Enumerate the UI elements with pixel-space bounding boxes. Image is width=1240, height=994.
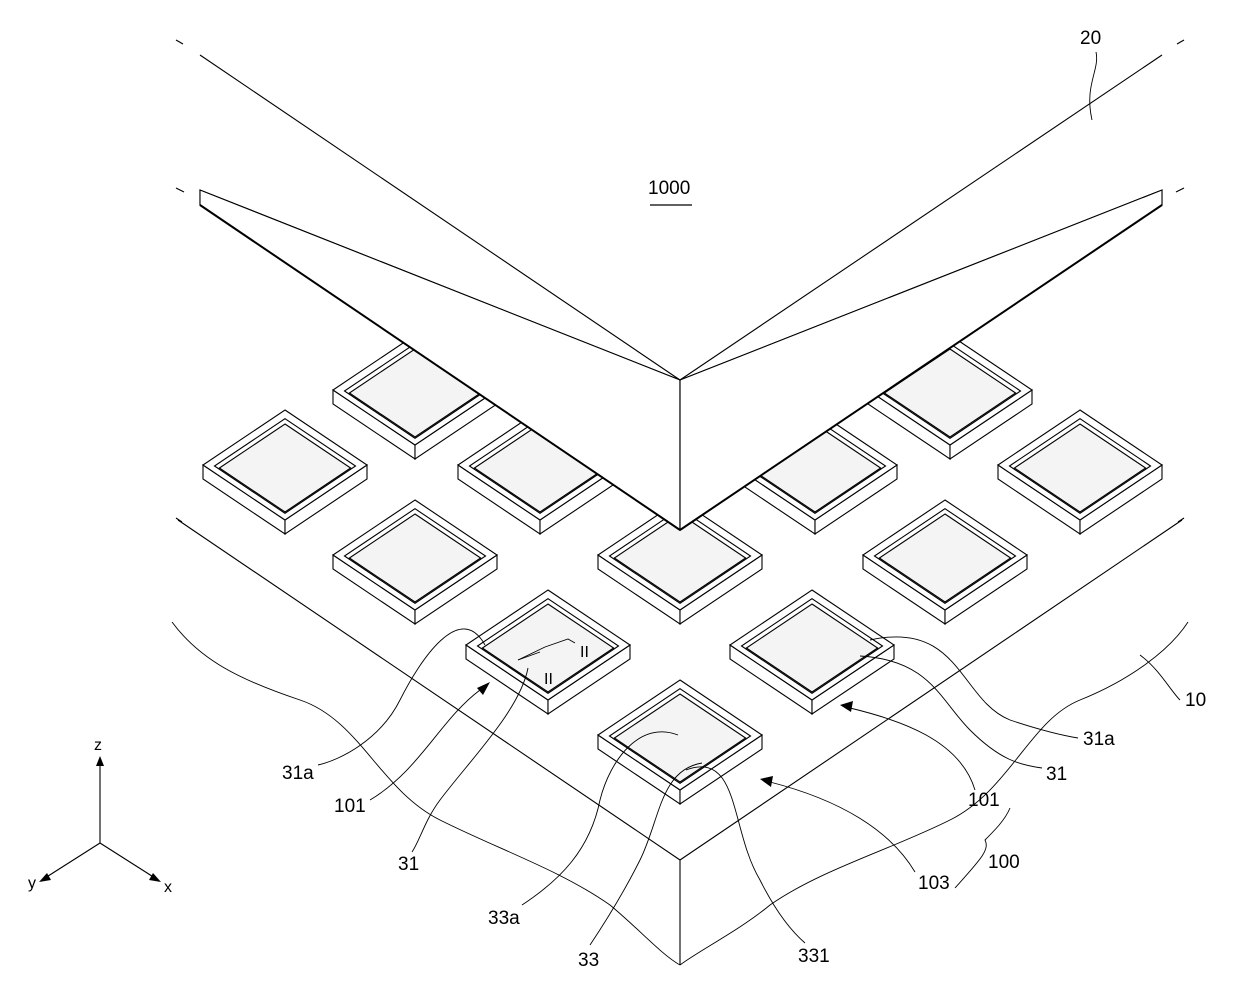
coordinate-axes [39,756,161,882]
label-pad-edge-right: 31a [1083,729,1115,750]
label-pad-group: 100 [988,852,1020,873]
label-pad-layer-right: 31 [1046,764,1067,785]
axis-label-y: y [28,875,36,892]
pad-block [203,410,367,534]
pad-block [598,680,762,804]
label-device: 1000 [648,178,690,199]
label-pad-front: 103 [918,873,950,894]
pad-block [863,500,1027,624]
axis-label-z: z [94,737,102,754]
pad-block [998,410,1162,534]
label-pad-right: 101 [968,790,1000,811]
label-bump: 33 [578,950,599,971]
label-pad-edge-left: 31a [282,763,314,784]
pad-block [466,590,630,714]
label-bump-edge: 33a [488,908,520,929]
pad-block [333,500,497,624]
label-upper-substrate: 20 [1080,28,1101,49]
axis-label-x: x [164,879,172,896]
label-pad-left: 101 [334,796,366,817]
label-section-b: II [544,671,553,688]
label-bump-top: 331 [798,946,830,967]
label-pad-layer-left: 31 [398,854,419,875]
label-section-a: II [580,644,589,661]
label-lower-substrate: 10 [1185,690,1206,711]
pad-block [730,590,894,714]
